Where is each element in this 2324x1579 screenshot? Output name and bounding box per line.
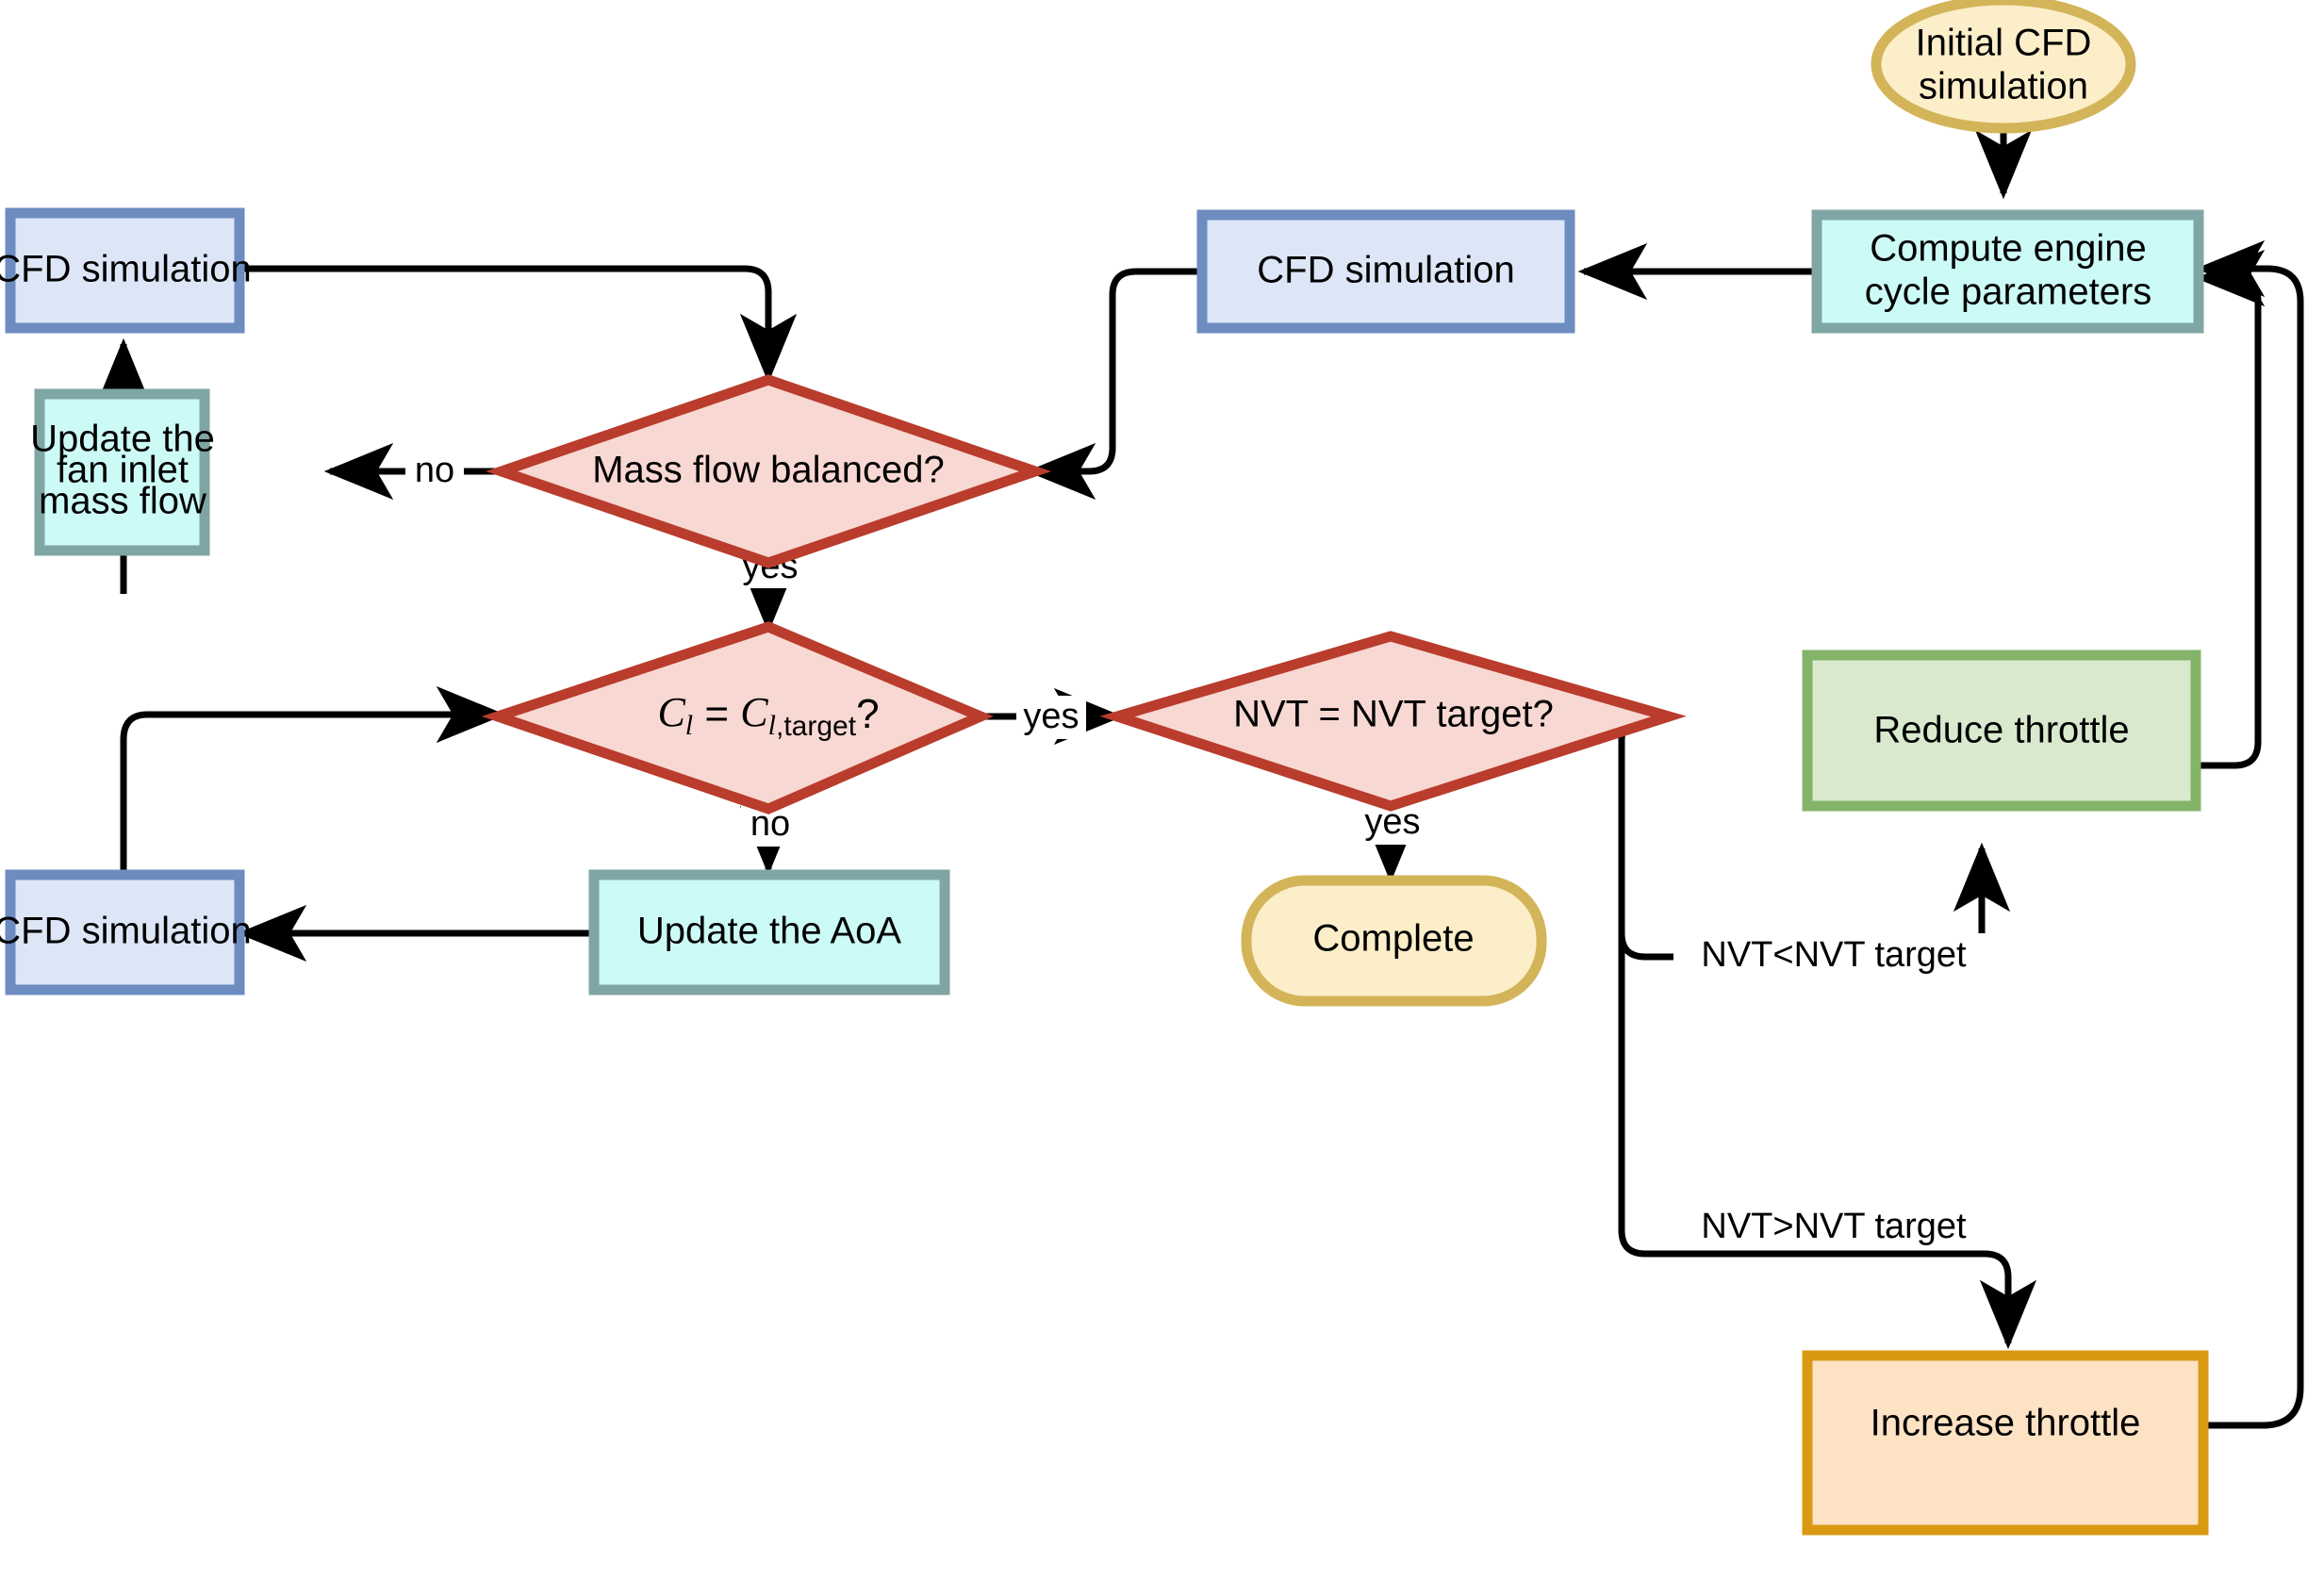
cfd-mid-label: CFD simulation (1257, 250, 1514, 291)
cfd-top-left-shape[interactable] (5, 207, 245, 334)
node-layer: Initial CFD simulation Compute engine cy… (0, 0, 2209, 1536)
edge-label-nvt-less: NVT<NVT target (1701, 935, 1967, 975)
cfd-mid-shape[interactable] (1196, 209, 1575, 334)
edge-label-nvt-greater: NVT>NVT target (1701, 1207, 1967, 1246)
nvt-target-label: NVT = NVT target? (1233, 694, 1554, 735)
cl-target-c1: C (657, 689, 685, 735)
node-mass-flow-balanced-decision[interactable]: Mass flow balanced? (486, 374, 1051, 568)
cl-target-eq: = (693, 691, 740, 737)
node-complete[interactable]: Complete (1241, 875, 1547, 1007)
reduce-throttle-label: Reduce throttle (1873, 710, 2129, 751)
cl-target-sub1: l (685, 710, 693, 741)
cl-target-sub2b: ,target (776, 711, 857, 742)
edge-increase-to-compute (2195, 239, 2304, 1429)
edge-label-bg-nvt-greater (1673, 1205, 1994, 1250)
edge-label-massflow-no: no (415, 451, 454, 490)
cl-target-shape[interactable] (481, 621, 994, 814)
node-update-the-aoa[interactable]: Update the AoA (588, 869, 950, 995)
node-cl-target-decision[interactable]: Cl = Cl,target? (481, 621, 994, 814)
node-increase-throttle[interactable]: Increase throttle (1802, 1350, 2209, 1536)
node-update-fan-inlet-mass-flow[interactable]: Update the fan inlet mass flow (30, 388, 215, 556)
node-cfd-simulation-top-left[interactable]: CFD simulation (0, 207, 252, 334)
node-compute-engine-cycle-parameters[interactable]: Compute engine cycle parameters (1811, 209, 2204, 334)
update-aoa-label: Update the AoA (637, 911, 902, 952)
mass-flow-balanced-shape[interactable] (486, 374, 1051, 568)
node-cfd-simulation-mid[interactable]: CFD simulation (1196, 209, 1575, 334)
update-fan-inlet-label-line2: fan inlet (57, 450, 189, 491)
compute-engine-shape[interactable] (1811, 209, 2204, 334)
initial-cfd-label-line1: Initial CFD (1916, 23, 2092, 64)
cl-target-c2: C (740, 689, 768, 735)
edge-layer: no yes no yes yes NVT<NVT target NVT>NVT… (94, 124, 2304, 1429)
compute-engine-label-line2: cycle parameters (1865, 271, 2152, 313)
complete-label: Complete (1312, 918, 1474, 960)
initial-cfd-shape[interactable] (1871, 0, 2136, 134)
reduce-throttle-shape[interactable] (1802, 650, 2201, 812)
cfd-bottom-left-label: CFD simulation (0, 911, 252, 952)
node-nvt-target-decision[interactable]: NVT = NVT target? (1099, 631, 1687, 812)
complete-shape[interactable] (1241, 875, 1547, 1007)
initial-cfd-label-line2: simulation (1919, 66, 2088, 107)
increase-throttle-shape[interactable] (1802, 1350, 2209, 1536)
cfd-top-left-label: CFD simulation (0, 249, 252, 290)
cl-target-question: ? (856, 691, 879, 737)
cfd-bottom-left-shape[interactable] (5, 869, 245, 995)
edge-cfdbottomleft-to-cl (120, 685, 506, 873)
node-cfd-simulation-bottom-left[interactable]: CFD simulation (0, 869, 252, 995)
increase-throttle-label: Increase throttle (1871, 1403, 2141, 1444)
node-initial-cfd-simulation[interactable]: Initial CFD simulation (1871, 0, 2136, 134)
nvt-target-shape[interactable] (1099, 631, 1687, 812)
update-aoa-shape[interactable] (588, 869, 950, 995)
edge-cfdmid-to-massflow (1026, 268, 1202, 501)
update-fan-inlet-label-line3: mass flow (39, 481, 206, 522)
node-reduce-throttle[interactable]: Reduce throttle (1802, 650, 2201, 812)
edge-label-bg-massflow-no (405, 451, 464, 492)
update-fan-inlet-shape[interactable] (34, 388, 210, 556)
edge-cfdtopleft-to-massflow (238, 265, 798, 384)
edge-label-bg-nvt-less (1673, 933, 1994, 979)
edge-label-bg-cl-yes (1016, 696, 1086, 739)
cl-target-sub2a: l (768, 710, 776, 741)
compute-engine-label-line1: Compute engine (1870, 228, 2147, 270)
cl-target-label: Cl = Cl,target? (657, 689, 879, 742)
update-fan-inlet-label-line1: Update the (30, 419, 215, 460)
mass-flow-balanced-label: Mass flow balanced? (592, 450, 945, 491)
edge-label-cl-yes: yes (1023, 697, 1079, 736)
